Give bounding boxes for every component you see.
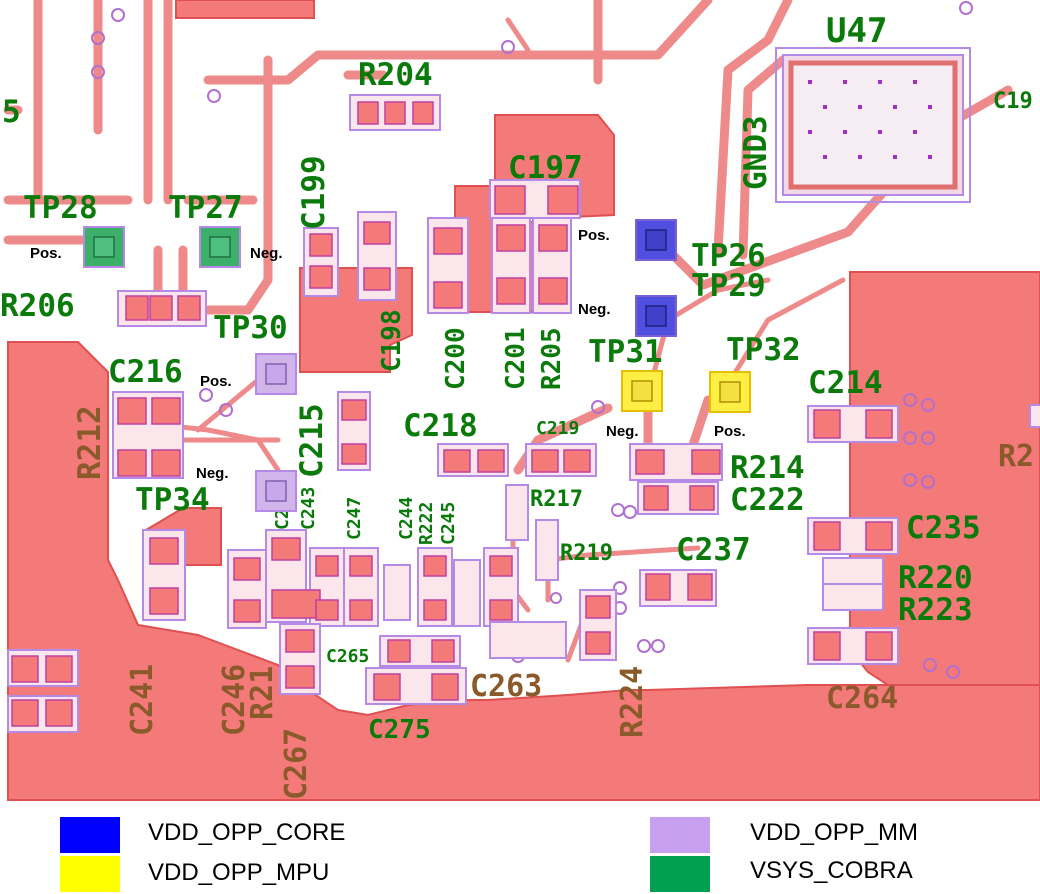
label-tp34-neg: Neg. bbox=[196, 465, 229, 482]
component-pads bbox=[11, 101, 893, 727]
ref-tp26: TP26 bbox=[691, 238, 766, 274]
ref-tp28: TP28 bbox=[23, 190, 98, 226]
ref-c263: C263 bbox=[470, 669, 542, 704]
label-tp26-pos: Pos. bbox=[578, 227, 610, 244]
ref-c215: C215 bbox=[294, 403, 330, 478]
ref-c246: C246 bbox=[217, 664, 252, 736]
ref-c19x: C19 bbox=[993, 89, 1033, 114]
ref-c247: C247 bbox=[344, 497, 365, 540]
ref-tp29: TP29 bbox=[691, 268, 766, 304]
ref-c201: C201 bbox=[501, 327, 531, 390]
ref-u47: U47 bbox=[826, 11, 887, 51]
ref-r204: R204 bbox=[358, 57, 433, 93]
ref-r224: R224 bbox=[615, 666, 650, 738]
ref-c216: C216 bbox=[108, 354, 183, 390]
ref-tp30: TP30 bbox=[213, 310, 288, 346]
ref-c199: C199 bbox=[296, 155, 332, 230]
ref-r21x: R21 bbox=[245, 666, 280, 720]
legend-swatch-mpu bbox=[60, 856, 120, 892]
ref-r214: R214 bbox=[730, 450, 805, 486]
ref-r222: R222 bbox=[416, 502, 437, 545]
legend-swatch-core bbox=[60, 817, 120, 853]
ref-c243: C243 bbox=[298, 487, 319, 530]
testpoint-tp34[interactable] bbox=[255, 470, 297, 512]
legend-label-mm: VDD_OPP_MM bbox=[750, 819, 919, 846]
copper-pour-top bbox=[175, 0, 315, 19]
ref-r220: R220 bbox=[898, 560, 973, 596]
vias bbox=[91, 1, 973, 679]
ref-c218: C218 bbox=[403, 408, 478, 444]
label-tp30-pos: Pos. bbox=[200, 373, 232, 390]
testpoint-tp29[interactable] bbox=[635, 295, 677, 337]
ref-r2x: R2 bbox=[998, 439, 1034, 474]
ref-r223: R223 bbox=[898, 592, 973, 628]
ref-c245: C245 bbox=[438, 502, 459, 545]
ref-c237: C237 bbox=[676, 532, 751, 568]
label-tp31-neg: Neg. bbox=[606, 423, 639, 440]
ref-gnd3: GND3 bbox=[738, 115, 774, 190]
testpoint-tp27[interactable] bbox=[199, 226, 241, 268]
label-tp32-pos: Pos. bbox=[714, 423, 746, 440]
ref-c214: C214 bbox=[808, 365, 883, 401]
ref-c264: C264 bbox=[826, 681, 898, 716]
net-legend: VDD_OPP_CORE VDD_OPP_MPU VDD_OPP_MM VSYS… bbox=[0, 805, 1040, 894]
label-tp29-neg: Neg. bbox=[578, 301, 611, 318]
ref-r212: R212 bbox=[72, 405, 108, 480]
ref-c200: C200 bbox=[441, 327, 471, 390]
ref-r206: R206 bbox=[0, 288, 75, 324]
ref-c219: C219 bbox=[536, 418, 579, 439]
legend-swatch-mm bbox=[650, 817, 710, 853]
label-tp28-pos: Pos. bbox=[30, 245, 62, 262]
testpoint-tp30[interactable] bbox=[255, 353, 297, 395]
testpoints bbox=[83, 219, 751, 512]
ref-c267: C267 bbox=[279, 728, 314, 800]
ref-c235: C235 bbox=[906, 510, 981, 546]
ref-c275: C275 bbox=[368, 715, 431, 745]
ref-r5x: 5 bbox=[2, 94, 21, 130]
legend-label-mpu: VDD_OPP_MPU bbox=[148, 859, 330, 886]
ref-tp31: TP31 bbox=[588, 334, 663, 370]
ref-c265: C265 bbox=[326, 646, 369, 667]
legend-swatch-cobra bbox=[650, 856, 710, 892]
label-tp27-neg: Neg. bbox=[250, 245, 283, 262]
ref-c222: C222 bbox=[730, 482, 805, 518]
ref-tp34: TP34 bbox=[135, 482, 210, 518]
ref-c241: C241 bbox=[125, 664, 160, 736]
polarity-labels: Pos. Neg. Pos. Neg. Pos. Neg. Neg. Pos. bbox=[30, 227, 746, 482]
testpoint-tp28[interactable] bbox=[83, 226, 125, 268]
ref-tp27: TP27 bbox=[168, 190, 243, 226]
testpoint-tp32[interactable] bbox=[709, 371, 751, 413]
ref-c197: C197 bbox=[508, 150, 583, 186]
testpoint-tp26[interactable] bbox=[635, 219, 677, 261]
legend-label-core: VDD_OPP_CORE bbox=[148, 819, 346, 846]
u47-chip bbox=[775, 47, 971, 203]
testpoint-tp31[interactable] bbox=[621, 370, 663, 412]
legend-label-cobra: VSYS_COBRA bbox=[750, 857, 913, 884]
copper-pour-left bbox=[7, 341, 1040, 801]
ref-tp32: TP32 bbox=[726, 332, 801, 368]
ref-c198: C198 bbox=[377, 309, 407, 372]
pcb-layout: U47 R204 C197 TP28 TP27 TP26 TP29 R206 T… bbox=[0, 0, 1040, 801]
ref-c244: C244 bbox=[396, 496, 417, 540]
ref-r217: R217 bbox=[530, 487, 583, 512]
ref-r205: R205 bbox=[537, 327, 567, 390]
ref-r219: R219 bbox=[560, 541, 613, 566]
